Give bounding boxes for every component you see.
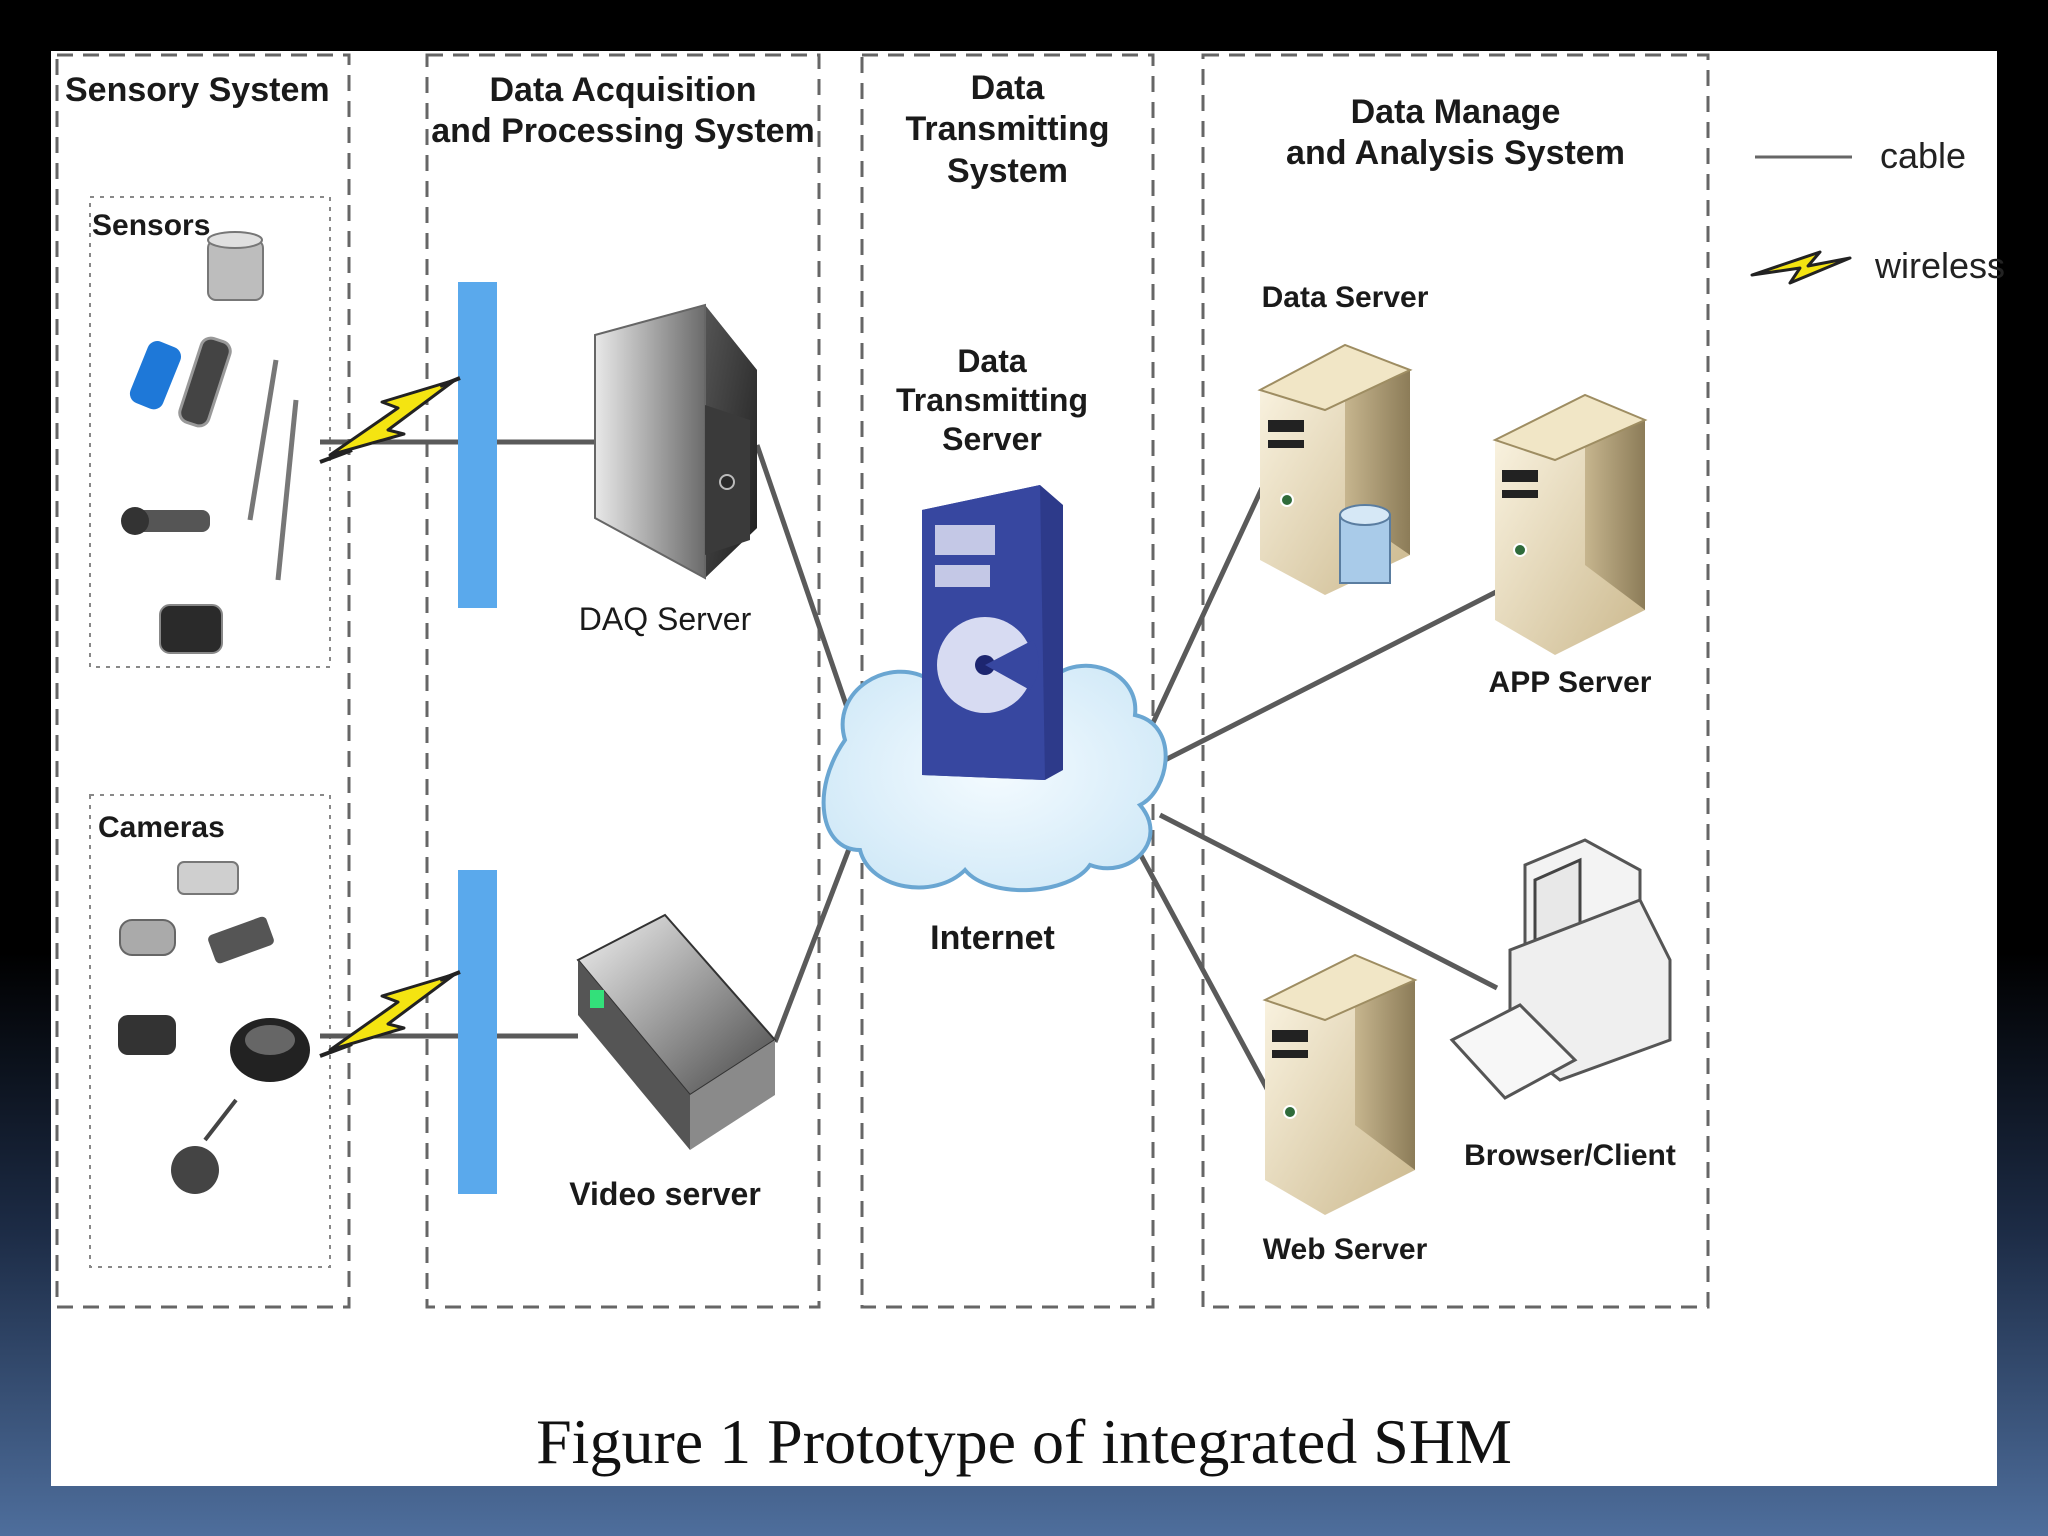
legend-wireless-bolt-icon — [1750, 250, 1852, 285]
daq-server-icon — [594, 303, 757, 580]
data-server-label: Data Server — [1261, 281, 1429, 314]
sensors-title: Sensors — [92, 209, 211, 242]
camera-devices-icon — [118, 861, 310, 1194]
sensors-subbox — [89, 196, 331, 668]
video-server-icon — [576, 913, 777, 1150]
internet-label: Internet — [930, 919, 1055, 957]
daq-server-label: DAQ Server — [578, 601, 752, 637]
client-label: Browser/Client — [1464, 1139, 1676, 1172]
app-server-label: APP Server — [1488, 666, 1652, 699]
transmitting-server-icon — [922, 485, 1063, 780]
transmitting-system-title: Data Transmitting System — [905, 69, 1110, 190]
acquisition-system-box — [425, 53, 821, 1309]
web-server-label: Web Server — [1262, 1233, 1428, 1266]
cable-internet-dataserver — [1149, 486, 1265, 727]
cameras-subbox — [89, 794, 331, 1268]
sensory-system-box — [55, 53, 351, 1309]
cable-internet-client — [1158, 812, 1499, 991]
manage-system-title: Data Manage and Analysis System — [1286, 93, 1625, 173]
video-server-label: Video server — [569, 1176, 761, 1212]
cable-internet-webserver — [1127, 833, 1275, 1100]
cable-internet-appserver — [1163, 587, 1502, 763]
acquisition-system-title: Data Acquisition and Processing System — [431, 71, 815, 151]
cables — [320, 439, 1502, 1100]
wireless-bolt-icon — [319, 970, 461, 1058]
cable-daq-internet — [754, 444, 855, 723]
sensor-devices-icon — [121, 231, 299, 654]
manage-system-box — [1201, 53, 1710, 1309]
client-computer-icon — [1449, 838, 1672, 1100]
wireless-bolt-icon — [319, 376, 461, 464]
transmitting-server-label: Data Transmitting Server — [895, 343, 1088, 458]
cable-video-internet — [772, 827, 860, 1043]
sensory-system-title: Sensory System — [65, 71, 330, 109]
transmitting-system-box — [860, 53, 1155, 1309]
app-server-icon — [1492, 393, 1648, 655]
camera-hub-bar — [458, 870, 497, 1194]
legend-wireless-label: wireless — [1875, 245, 2006, 286]
sensor-hub-bar — [458, 282, 497, 608]
cameras-title: Cameras — [98, 811, 225, 844]
web-server-icon — [1262, 953, 1418, 1215]
legend-cable-label: cable — [1880, 135, 1967, 176]
data-server-icon — [1257, 343, 1413, 595]
figure-caption: Figure 1 Prototype of integrated SHM — [536, 1406, 1512, 1477]
